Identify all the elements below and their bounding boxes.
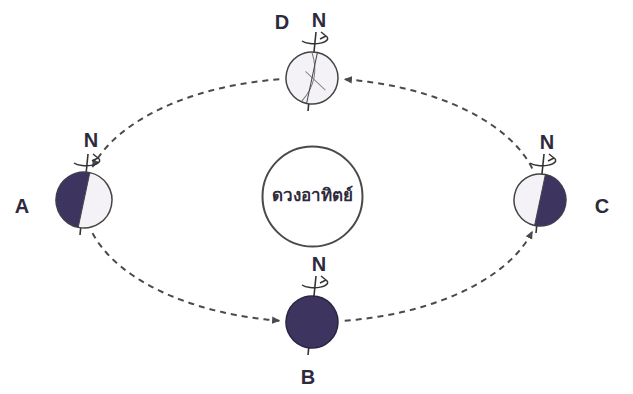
globe-body [281, 47, 343, 109]
globe-line [302, 53, 319, 103]
earth-figure [55, 171, 113, 229]
north-pole-label: N [84, 130, 98, 150]
earth-globe: NB [285, 295, 339, 349]
sun-label: ดวงอาทิตย์ [272, 187, 353, 206]
orbit-path [93, 79, 280, 167]
sun-disc [262, 146, 362, 246]
globe-body [509, 169, 571, 231]
north-pole-label: N [312, 254, 326, 274]
earth-globe: DN [285, 51, 339, 105]
terminator-line [78, 173, 90, 228]
day-side [509, 169, 571, 231]
day-side [51, 167, 117, 233]
rotation-arrow-head [320, 276, 326, 283]
north-pole-label: N [540, 132, 554, 152]
position-letter: D [275, 12, 289, 32]
earth-globe: NC [513, 173, 567, 227]
night-side [535, 175, 571, 231]
orbit-path [345, 79, 533, 168]
terminator-line [307, 53, 318, 104]
earth-globe: NA [55, 171, 113, 229]
rotation-arrow-head [548, 154, 554, 161]
globe-body [51, 167, 117, 233]
earth-figure [285, 51, 339, 105]
earth-figure [513, 173, 567, 227]
position-letter: B [301, 367, 315, 387]
night-side [51, 167, 90, 228]
north-pole-label: N [312, 10, 326, 30]
rotation-arrow-head [320, 32, 326, 39]
position-letter: C [595, 196, 609, 216]
globe-line [302, 71, 328, 90]
orbit-path [93, 233, 280, 321]
day-side [281, 47, 343, 109]
night-side [281, 291, 343, 353]
rotation-arrow-head [92, 154, 98, 161]
globe-body [281, 291, 343, 353]
terminator-line [535, 175, 546, 226]
earth-figure [285, 295, 339, 349]
orbit-path [345, 232, 533, 321]
position-letter: A [15, 196, 29, 216]
sun-circle: ดวงอาทิตย์ [261, 145, 364, 248]
